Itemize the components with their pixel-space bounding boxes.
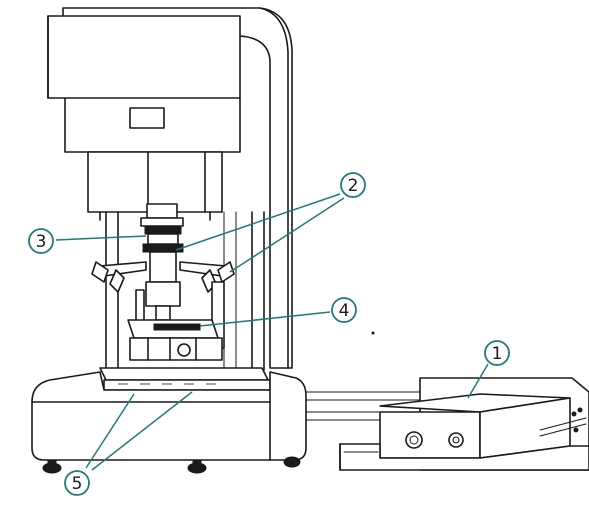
callout-4: 4	[331, 297, 357, 323]
cables	[305, 391, 421, 421]
sample-stage	[127, 319, 223, 361]
controller-unit	[339, 377, 589, 471]
callout-4-label: 4	[339, 301, 350, 321]
callout-3: 3	[28, 228, 54, 254]
callout-leaders	[55, 193, 489, 471]
spindle-assembly	[91, 203, 235, 349]
callout-1: 1	[484, 340, 510, 366]
callout-1-label: 1	[492, 344, 503, 364]
machine-base	[31, 367, 307, 474]
upper-housing	[47, 7, 293, 369]
callout-3-label: 3	[36, 232, 47, 252]
callout-2-label: 2	[348, 176, 359, 196]
callout-2: 2	[340, 172, 366, 198]
callout-5-label: 5	[72, 474, 83, 494]
callout-5: 5	[64, 470, 90, 496]
